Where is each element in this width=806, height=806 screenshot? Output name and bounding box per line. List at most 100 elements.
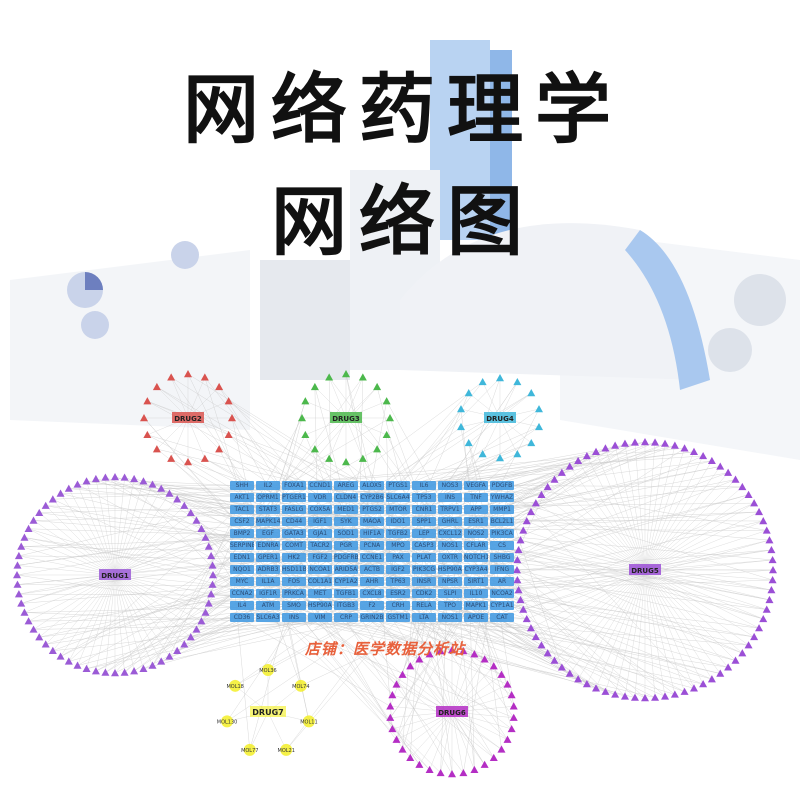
target-node: CXCL12 xyxy=(438,529,462,538)
molecule-node xyxy=(519,605,528,613)
molecule-node xyxy=(24,617,33,625)
edge xyxy=(644,549,772,571)
edge xyxy=(39,506,256,514)
edge xyxy=(114,512,191,576)
edge xyxy=(360,377,364,484)
drug-label: DRUG7 xyxy=(252,708,283,717)
edge xyxy=(235,612,368,686)
molecule-node xyxy=(716,462,725,470)
edge xyxy=(390,544,510,718)
edge xyxy=(212,517,307,585)
molecule-node xyxy=(480,655,489,663)
molecule-node xyxy=(513,576,522,584)
edge xyxy=(86,481,116,576)
molecule-node xyxy=(186,508,195,517)
edge xyxy=(114,574,153,666)
molecule-node xyxy=(301,397,310,405)
edge xyxy=(644,569,760,629)
drug-node xyxy=(250,706,286,717)
target-node: MMP1 xyxy=(490,505,514,514)
target-node: EDN1 xyxy=(230,553,254,562)
edge xyxy=(52,499,116,576)
edge xyxy=(171,377,392,515)
edge xyxy=(518,569,646,591)
molecule-node xyxy=(56,489,65,497)
edge xyxy=(437,511,532,619)
edge xyxy=(18,574,116,595)
edge xyxy=(60,574,116,657)
edge xyxy=(362,377,501,520)
edge xyxy=(644,448,685,571)
edge xyxy=(45,574,116,645)
edge xyxy=(505,483,695,689)
molecule-node xyxy=(294,679,307,692)
molecule-node xyxy=(208,580,217,588)
molecule-node xyxy=(24,524,33,533)
molecule-node xyxy=(459,647,468,655)
edge xyxy=(541,569,646,646)
molecule-node xyxy=(406,662,415,670)
edge xyxy=(644,511,760,571)
molecule-node xyxy=(592,447,601,455)
target-node: TACR2 xyxy=(308,541,332,550)
edge xyxy=(451,651,464,713)
edge xyxy=(105,574,116,673)
molecule-node xyxy=(91,474,100,483)
molecule-node xyxy=(101,668,110,676)
target-node: HSD11B1 xyxy=(282,565,306,574)
molecule-node xyxy=(373,382,382,391)
target-node: MPO xyxy=(386,541,410,550)
molecule-node xyxy=(509,702,518,710)
edge xyxy=(644,530,767,571)
edge xyxy=(523,530,646,571)
molecule-node xyxy=(707,675,716,683)
target-node: PTGS1 xyxy=(386,481,410,490)
molecule-node xyxy=(167,373,176,381)
molecule-node xyxy=(13,580,22,588)
target-node: OXTR xyxy=(438,553,462,562)
edge xyxy=(86,574,116,669)
molecule-label: MOL21 xyxy=(278,748,295,754)
molecule-node xyxy=(382,397,391,405)
molecule-node xyxy=(200,373,209,381)
molecule-node xyxy=(157,657,166,665)
molecule-node xyxy=(522,614,531,623)
molecule-node xyxy=(358,373,367,381)
molecule-node xyxy=(699,451,708,460)
target-node: SLC6A4 xyxy=(386,493,410,502)
molecule-node xyxy=(388,724,397,733)
molecule-node xyxy=(478,377,487,386)
edge xyxy=(267,600,396,671)
edge xyxy=(410,666,453,713)
molecule-node xyxy=(82,477,91,485)
target-node: ADRB3 xyxy=(256,565,280,574)
molecule-node xyxy=(358,454,367,462)
drug-node xyxy=(330,412,362,423)
edge xyxy=(340,519,764,522)
edge xyxy=(440,711,453,773)
edge xyxy=(124,534,251,673)
edge xyxy=(482,381,501,419)
edge xyxy=(297,614,430,770)
edge xyxy=(419,711,453,765)
molecule-node xyxy=(489,662,498,670)
target-node: NOS1 xyxy=(438,613,462,622)
target-node: SERPINE1 xyxy=(230,541,254,550)
edge xyxy=(240,453,518,556)
edge xyxy=(451,711,502,750)
molecule-node xyxy=(120,473,129,481)
edge xyxy=(269,448,685,486)
molecule-node xyxy=(768,555,777,564)
edge xyxy=(24,537,116,576)
molecule-node xyxy=(17,542,26,550)
molecule-node xyxy=(519,526,528,534)
target-node: NCOA1 xyxy=(308,565,332,574)
edge xyxy=(345,377,363,419)
edge xyxy=(644,569,767,610)
edge xyxy=(320,528,767,531)
edge xyxy=(644,559,773,571)
target-node: TPO xyxy=(438,601,462,610)
edge xyxy=(196,621,307,630)
edge xyxy=(644,460,713,571)
